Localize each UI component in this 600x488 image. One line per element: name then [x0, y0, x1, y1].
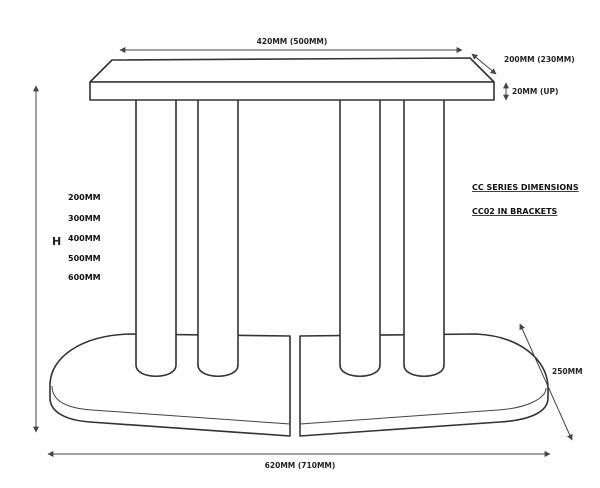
pillar-2	[197, 97, 239, 377]
top-width-label: 420MM (500MM)	[257, 37, 328, 46]
series-title: CC SERIES DIMENSIONS	[472, 183, 579, 192]
height-option-300: 300MM	[68, 214, 101, 223]
series-note: CC02 IN BRACKETS	[472, 207, 558, 216]
height-option-400: 400MM	[68, 234, 101, 243]
pillar-4	[403, 97, 445, 377]
top-depth-label: 200MM (230MM)	[504, 55, 575, 64]
base-width-label: 620MM (710MM)	[265, 461, 336, 470]
height-symbol: H	[52, 235, 61, 248]
height-option-500: 500MM	[68, 254, 101, 263]
pillar-3	[339, 97, 381, 377]
top-plate	[89, 57, 495, 101]
base-depth-dimension	[519, 323, 573, 441]
top-depth-dimension	[471, 53, 497, 75]
pillar-1	[135, 97, 177, 377]
base-depth-label: 250MM	[552, 367, 583, 376]
top-thickness-label: 20MM (UP)	[512, 87, 558, 96]
height-option-200: 200MM	[68, 193, 101, 202]
height-option-600: 600MM	[68, 273, 101, 282]
